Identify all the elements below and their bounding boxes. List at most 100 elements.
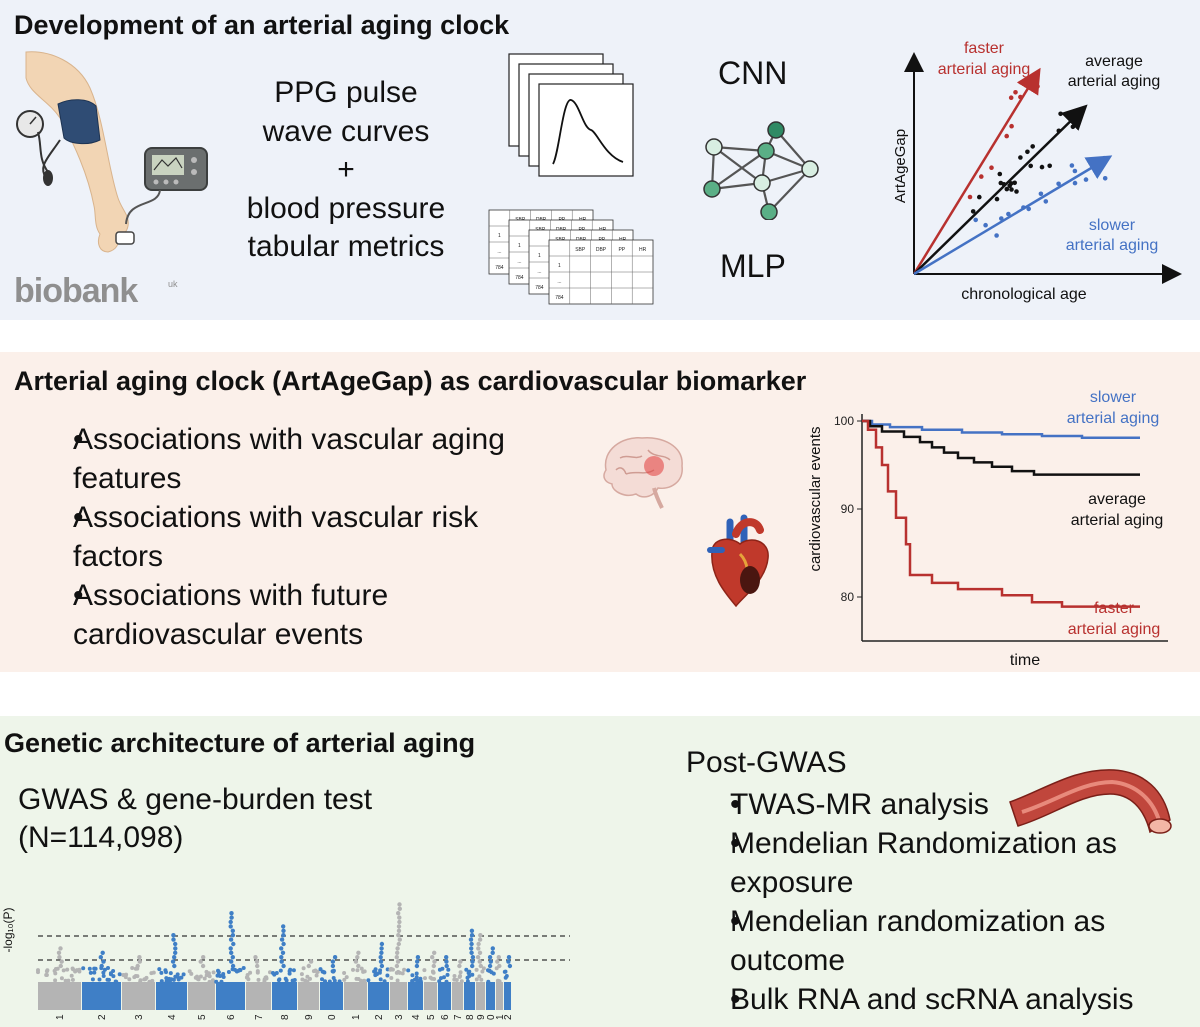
table-row-index: 784 — [535, 285, 544, 291]
scatter-point — [1030, 144, 1035, 149]
manhattan-peak-point — [308, 959, 314, 964]
scatter-point — [994, 233, 999, 238]
manhattan-point — [452, 974, 457, 978]
manhattan-band — [476, 982, 485, 1010]
manhattan-point — [226, 970, 231, 974]
manhattan-point — [400, 971, 405, 976]
manhattan-point — [142, 977, 147, 982]
manhattan-peak-point — [171, 937, 176, 942]
manhattan-peak-point — [396, 941, 401, 947]
table-row-index: ... — [497, 249, 501, 255]
manhattan-peak-point — [432, 959, 437, 964]
manhattan-band — [298, 982, 319, 1010]
table-row-index: 784 — [515, 275, 524, 281]
manhattan-peak-point — [478, 933, 483, 938]
km-average-label-2: arterial aging — [1071, 512, 1164, 529]
manhattan-peak-point — [228, 919, 233, 925]
manhattan-point — [323, 979, 327, 984]
manhattan-point — [66, 978, 71, 983]
manhattan-point — [271, 971, 275, 975]
manhattan-band — [272, 982, 297, 1010]
manhattan-peak-point — [173, 941, 178, 947]
manhattan-peak-point — [469, 950, 474, 955]
heart-illustration — [707, 514, 769, 608]
km-tick-label: 80 — [841, 590, 855, 604]
manhattan-point — [445, 972, 450, 977]
scatter-ylabel: ArtAgeGap — [892, 129, 909, 203]
manhattan-point — [168, 971, 173, 976]
manhattan-peak-point — [468, 937, 474, 942]
manhattan-point — [287, 971, 292, 976]
manhattan-point — [480, 969, 485, 974]
manhattan-point — [256, 977, 261, 982]
manhattan-point — [132, 975, 137, 980]
manhattan-point — [303, 978, 308, 983]
manhattan-peak-point — [56, 950, 62, 955]
input-plus: + — [337, 153, 355, 186]
manhattan-peak-point — [469, 941, 474, 947]
manhattan-peak-point — [496, 955, 501, 960]
table-row-index: ... — [557, 279, 561, 285]
scatter-point — [1035, 84, 1040, 89]
scatter-point — [1072, 180, 1078, 186]
manhattan-point — [202, 976, 207, 981]
manhattan-point — [311, 969, 316, 974]
manhattan-point — [214, 979, 219, 984]
ppg-curve — [552, 99, 624, 165]
scatter-point — [1013, 90, 1018, 95]
manhattan-point — [175, 972, 180, 977]
manhattan-point — [268, 970, 272, 975]
manhattan-band — [464, 982, 475, 1010]
manhattan-peak-point — [356, 963, 361, 969]
manhattan-peak-point — [430, 955, 435, 960]
manhattan-chrom-label: 1 — [351, 1014, 362, 1020]
manhattan-peak-point — [477, 959, 482, 964]
manhattan-peak-point — [415, 955, 421, 960]
manhattan-point — [496, 979, 501, 983]
manhattan-point — [130, 966, 135, 970]
manhattan-chrom-label: 9 — [304, 1014, 315, 1020]
manhattan-point — [437, 967, 442, 972]
average-aging-arrow — [913, 104, 1088, 275]
km-ylabel: cardiovascular events — [807, 426, 824, 571]
faster-aging-arrow — [912, 67, 1041, 275]
manhattan-point — [238, 968, 243, 973]
manhattan-peak-point — [397, 902, 402, 907]
manhattan-point — [474, 967, 479, 972]
manhattan-peak-point — [172, 963, 177, 969]
km-faster-label-2: arterial aging — [1068, 621, 1161, 638]
manhattan-chrom-label: 1 — [495, 1014, 506, 1020]
manhattan-peak-point — [506, 959, 511, 964]
manhattan-point — [503, 975, 508, 980]
manhattan-peak-point — [330, 963, 336, 969]
manhattan-point — [359, 966, 364, 971]
manhattan-point — [181, 972, 186, 977]
manhattan-peak-point — [231, 941, 236, 947]
manhattan-point — [107, 977, 111, 982]
manhattan-point — [218, 974, 223, 978]
manhattan-point — [70, 977, 75, 982]
manhattan-band — [368, 982, 389, 1010]
manhattan-peak-point — [100, 950, 105, 955]
manhattan-point — [204, 969, 209, 974]
manhattan-peak-point — [170, 959, 176, 964]
manhattan-band — [486, 982, 495, 1010]
manhattan-point — [467, 969, 472, 974]
manhattan-peak-point — [490, 946, 495, 951]
manhattan-peak-point — [279, 946, 284, 951]
manhattan-peak-point — [200, 963, 206, 969]
slower-label-2: arterial aging — [1066, 237, 1159, 254]
manhattan-peak-point — [229, 911, 234, 916]
manhattan-point — [486, 979, 491, 984]
manhattan-point — [97, 977, 102, 982]
manhattan-point — [395, 978, 400, 983]
post-gwas-title: Post-GWAS — [686, 746, 847, 779]
manhattan-point — [502, 969, 507, 974]
manhattan-band — [344, 982, 367, 1010]
manhattan-point — [44, 969, 49, 974]
manhattan-point — [77, 967, 82, 972]
km-slower-label-1: slower — [1090, 389, 1137, 406]
table-row-index: ... — [537, 269, 541, 275]
manhattan-point — [284, 978, 289, 983]
